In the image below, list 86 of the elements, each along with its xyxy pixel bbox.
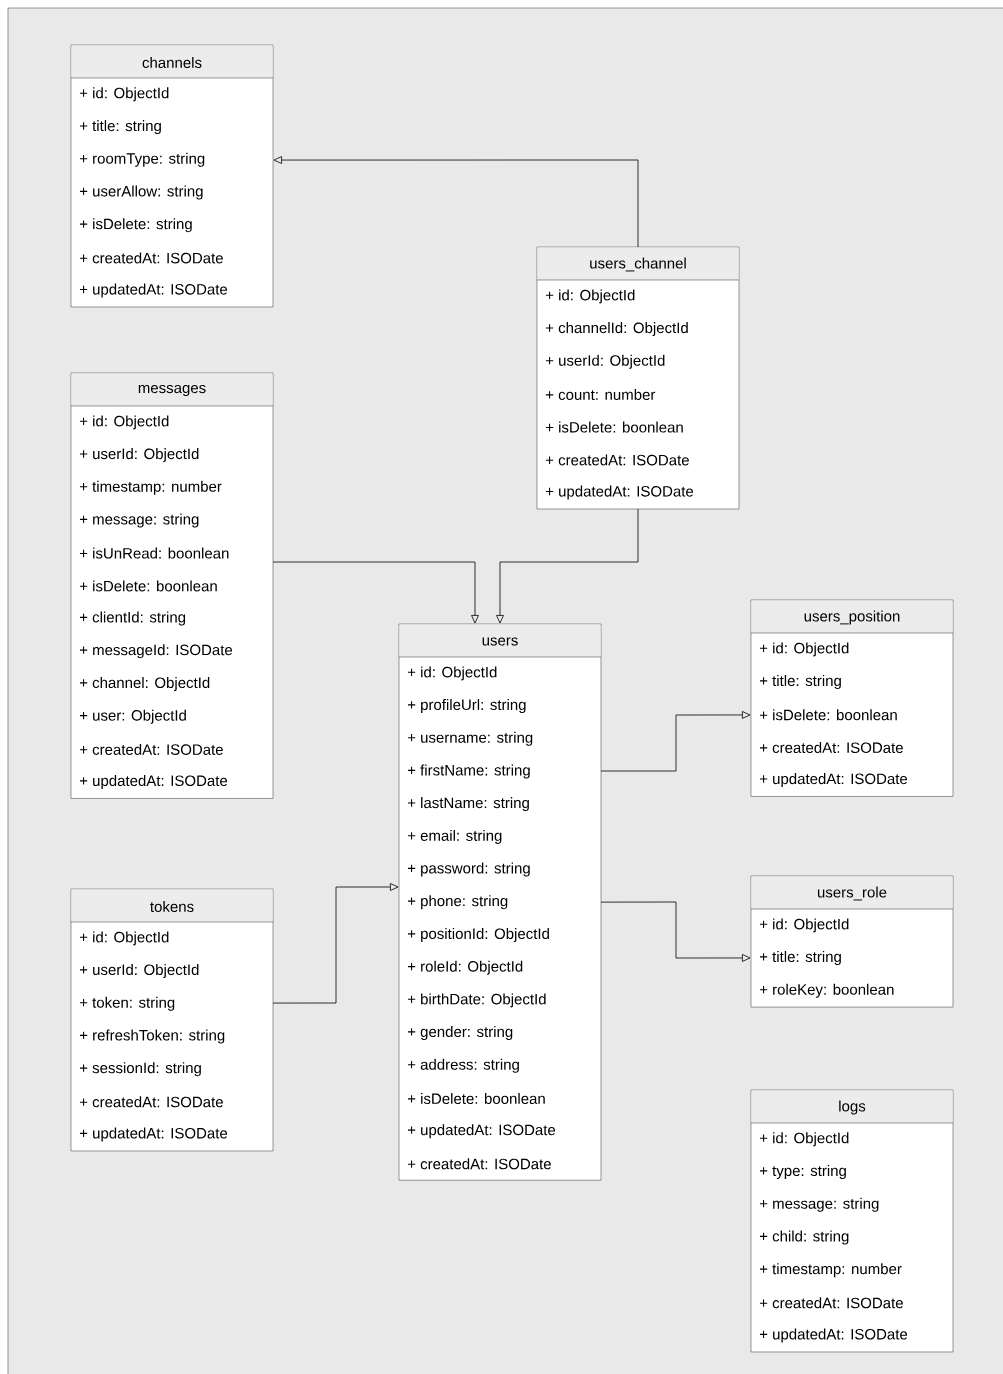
class-box: [398, 623, 602, 1181]
attribute-row: + count: number: [545, 389, 656, 400]
class-name: users_position: [804, 610, 900, 625]
attribute-row: + message: string: [79, 513, 199, 528]
attribute-row: + updatedAt: ISODate: [759, 773, 908, 788]
class-box: [750, 875, 954, 1008]
attribute-row: + userId: ObjectId: [545, 354, 665, 369]
attribute-row: + updatedAt: ISODate: [79, 775, 228, 789]
attribute-row: + roomType: string: [79, 152, 205, 167]
attribute-row: + updatedAt: ISODate: [79, 283, 228, 298]
connector-arrow: [272, 883, 399, 1004]
attribute-row: + title: string: [759, 675, 841, 689]
attribute-row: + clientId: string: [79, 611, 186, 626]
attribute-row: + createdAt: ISODate: [79, 252, 223, 264]
attribute-row: + channelId: ObjectId: [545, 322, 688, 337]
attribute-row: + user: ObjectId: [79, 709, 186, 724]
connector-arrow: [273, 156, 639, 248]
attribute-row: + timestamp: number: [759, 1263, 902, 1278]
class-name: messages: [138, 384, 206, 397]
connector-arrow: [600, 901, 751, 962]
class-box: [70, 888, 274, 1152]
attribute-row: + email: string: [407, 829, 502, 844]
attribute-row: + updatedAt: ISODate: [407, 1124, 556, 1139]
attribute-row: + id: ObjectId: [759, 642, 849, 657]
class-name: users_role: [817, 886, 887, 901]
attribute-row: + id: ObjectId: [545, 289, 635, 304]
attribute-row: + isDelete: boonlean: [79, 580, 217, 592]
attribute-row: + phone: string: [407, 895, 508, 910]
attribute-row: + id: ObjectId: [79, 931, 169, 946]
attribute-row: + messageId: ISODate: [79, 644, 233, 659]
attribute-row: + createdAt: ISODate: [407, 1158, 551, 1170]
attribute-row: + title: string: [79, 120, 161, 135]
attribute-row: + gender: string: [407, 1026, 513, 1040]
attribute-row: + type: string: [759, 1165, 846, 1179]
attribute-row: + message: string: [759, 1197, 879, 1212]
attribute-row: + id: ObjectId: [407, 666, 497, 681]
attribute-row: + profileUrl: string: [407, 699, 526, 713]
attribute-row: + isUnRead: boonlean: [79, 547, 229, 559]
attribute-row: + sessionId: string: [79, 1062, 201, 1077]
attribute-row: + address: string: [407, 1058, 519, 1073]
class-box: [536, 246, 740, 510]
class-box: [70, 372, 274, 799]
attribute-row: + userId: ObjectId: [79, 448, 199, 463]
class-name: users_channel: [590, 257, 686, 272]
attribute-row: + createdAt: ISODate: [759, 1297, 903, 1309]
attribute-row: + token: string: [79, 996, 175, 1011]
connector-arrow: [496, 508, 639, 624]
attribute-row: + roleId: ObjectId: [407, 960, 523, 975]
attribute-row: + isDelete: boonlean: [545, 421, 683, 433]
attribute-row: + roleKey: boonlean: [759, 983, 894, 998]
attribute-row: + userAllow: string: [79, 185, 203, 200]
connector-arrow: [272, 561, 479, 624]
attribute-row: + positionId: ObjectId: [407, 928, 549, 942]
attribute-row: + refreshToken: string: [79, 1029, 225, 1044]
class-box: [750, 599, 954, 797]
attribute-row: + title: string: [759, 951, 841, 965]
class-box: [750, 1089, 954, 1353]
class-name: channels: [142, 57, 202, 68]
class-box: [70, 44, 274, 308]
attribute-row: + child: string: [759, 1230, 849, 1245]
attribute-row: + updatedAt: ISODate: [79, 1127, 228, 1142]
attribute-row: + password: string: [407, 862, 530, 877]
attribute-row: + createdAt: ISODate: [79, 743, 223, 755]
attribute-row: + username: string: [407, 731, 533, 746]
attribute-row: + createdAt: ISODate: [79, 1096, 223, 1108]
attribute-row: + channel: ObjectId: [79, 677, 210, 691]
attribute-row: + isDelete: boonlean: [407, 1093, 545, 1104]
attribute-row: + updatedAt: ISODate: [759, 1328, 908, 1343]
attribute-row: + timestamp: number: [79, 480, 222, 495]
attribute-row: + birthDate: ObjectId: [407, 993, 546, 1008]
class-name: users: [482, 637, 518, 646]
class-name: logs: [839, 1100, 866, 1115]
attribute-row: + id: ObjectId: [759, 1132, 849, 1147]
attribute-row: + createdAt: ISODate: [545, 454, 689, 466]
attribute-row: + isDelete: boonlean: [759, 709, 897, 721]
connector-arrow: [600, 711, 751, 772]
attribute-row: + updatedAt: ISODate: [545, 485, 694, 500]
attribute-row: + userId: ObjectId: [79, 964, 199, 978]
attribute-row: + id: ObjectId: [79, 87, 169, 102]
class-name: tokens: [150, 901, 194, 912]
attribute-row: + id: ObjectId: [79, 415, 169, 430]
attribute-row: + lastName: string: [407, 797, 529, 812]
attribute-row: + createdAt: ISODate: [759, 742, 903, 753]
attribute-row: + id: ObjectId: [759, 918, 849, 933]
attribute-row: + isDelete: string: [79, 218, 192, 233]
attribute-row: + firstName: string: [407, 764, 530, 779]
